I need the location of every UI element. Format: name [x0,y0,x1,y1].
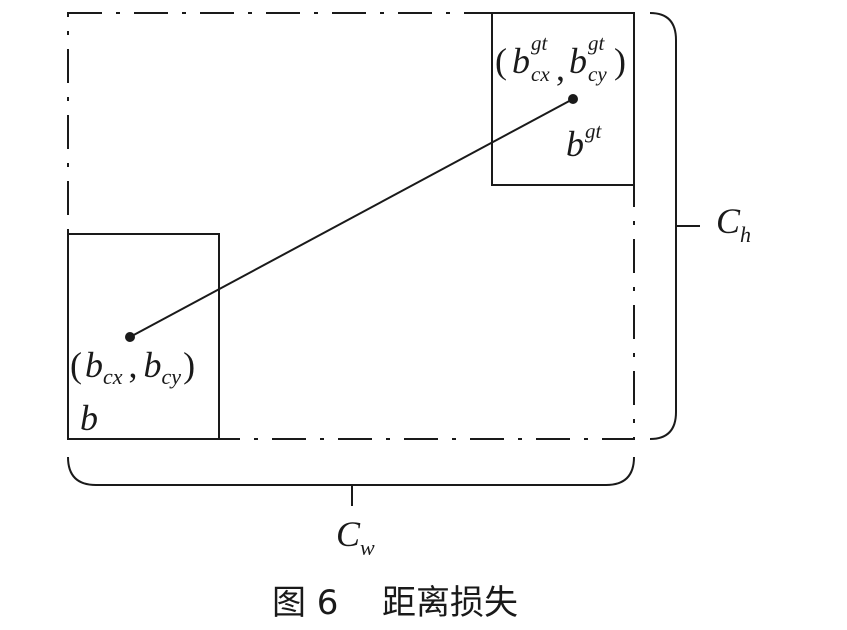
width-brace [67,456,635,486]
predicted-center-label: (bcx,bcy) [70,345,195,389]
gt-center-close: ) [614,41,626,81]
gt-center-y-sub: cy [588,62,607,86]
predicted-center-point [125,332,135,342]
gt-center-sep: , [556,48,565,88]
height-label: Ch [716,201,751,247]
gt-center-x-base: b [512,41,530,81]
enclosing-box [67,12,635,440]
center-distance-line [129,98,574,338]
figure-caption-title: 距离损失 [382,583,518,623]
predicted-box [67,233,220,440]
predicted-box-label: b [80,398,98,438]
ground-truth-center-point [568,94,578,104]
gt-center-label-parens: ( [495,41,507,81]
gt-center-y-base: b [569,41,587,81]
gt-center-y-sup: gt [588,31,606,55]
width-label: Cw [336,514,375,560]
height-brace [649,12,677,440]
gt-box-label-sup: gt [585,119,603,143]
gt-center-x-sup: gt [531,31,549,55]
gt-box-label-base: b [566,124,584,164]
ground-truth-box [491,12,635,186]
figure-caption-number: 图 6 [272,583,338,623]
gt-center-x-sub: cx [531,62,550,86]
